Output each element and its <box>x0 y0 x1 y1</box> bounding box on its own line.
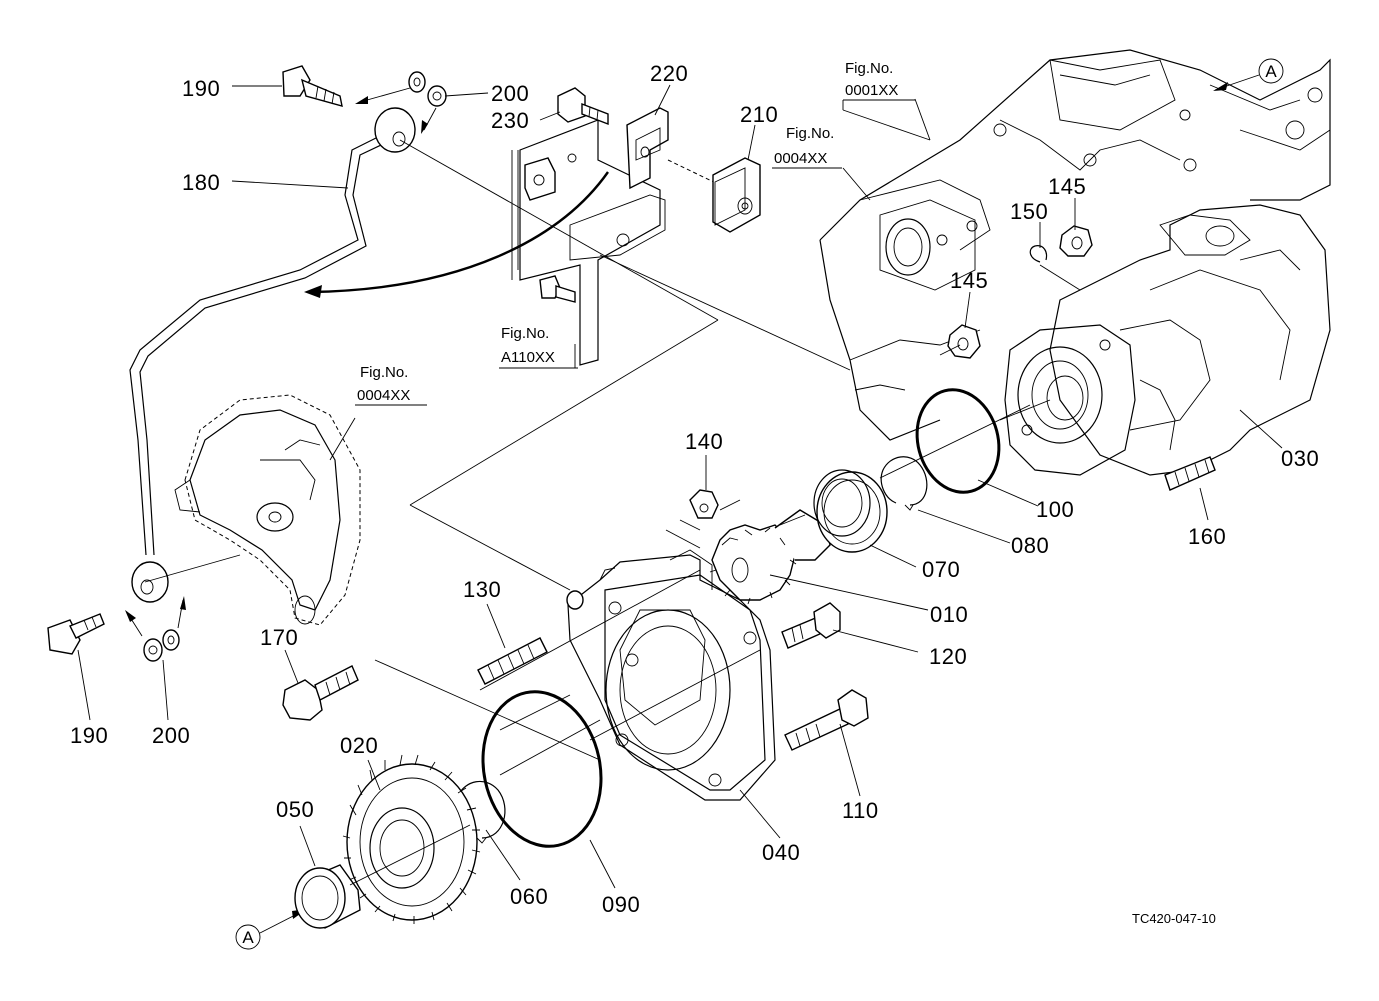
stud-bolt-160 <box>1164 456 1216 491</box>
svg-text:A110XX: A110XX <box>501 349 555 366</box>
bearing-070 <box>813 469 888 553</box>
sealing-washer-200-top <box>408 71 447 107</box>
label-140: 140 <box>685 429 723 454</box>
label-090: 090 <box>602 892 640 917</box>
label-110: 110 <box>842 798 879 823</box>
label-190-bottom: 190 <box>70 723 108 748</box>
o-ring-100 <box>915 388 1001 494</box>
idler-gear-020 <box>342 754 481 924</box>
view-marker-a-bottom: A <box>235 909 307 950</box>
o-ring-090 <box>481 690 603 848</box>
view-marker-a-top: A <box>1213 58 1284 91</box>
circlip-080 <box>880 456 928 511</box>
label-070: 070 <box>922 557 960 582</box>
stud-bolt-130 <box>477 637 548 685</box>
label-120: 120 <box>929 644 967 669</box>
fig-ref-a110xx: Fig.No. A110XX <box>499 325 578 369</box>
fig-ref-0004xx-left: Fig.No. 0004XX <box>355 364 427 406</box>
pipe-clamp-210 <box>712 157 761 233</box>
bearing-sleeve-050 <box>294 864 361 929</box>
label-010: 010 <box>930 602 968 627</box>
svg-text:A: A <box>1265 62 1277 81</box>
nut-145-upper <box>1059 225 1093 257</box>
label-040: 040 <box>762 840 800 865</box>
bolt-230 <box>557 87 609 126</box>
label-220: 220 <box>650 61 688 86</box>
assembly-arrows <box>125 87 609 637</box>
label-180: 180 <box>182 170 220 195</box>
label-200-bottom: 200 <box>152 723 190 748</box>
casting-0004-left <box>174 394 361 626</box>
svg-text:A: A <box>242 928 254 947</box>
bolt-120 <box>781 602 841 649</box>
sealing-washer-200-bottom <box>143 629 180 662</box>
label-030: 030 <box>1281 446 1319 471</box>
svg-text:Fig.No.: Fig.No. <box>845 60 893 77</box>
label-130: 130 <box>463 577 501 602</box>
svg-text:0004XX: 0004XX <box>357 387 410 404</box>
pipe-clamp-220 <box>626 107 721 190</box>
label-210: 210 <box>740 102 778 127</box>
oil-pipe-180 <box>129 107 416 603</box>
bracket-a110 <box>511 119 666 366</box>
label-145-upper: 145 <box>1048 174 1086 199</box>
svg-text:Fig.No.: Fig.No. <box>360 364 408 381</box>
fig-ref-0001xx: Fig.No. 0001XX <box>843 60 915 101</box>
transmission-housing-030 <box>819 49 1331 476</box>
label-200-top: 200 <box>491 81 529 106</box>
label-170: 170 <box>260 625 298 650</box>
label-100: 100 <box>1036 497 1074 522</box>
svg-text:Fig.No.: Fig.No. <box>786 125 834 142</box>
spring-washer-150 <box>1029 245 1048 263</box>
label-020: 020 <box>340 733 378 758</box>
gear-case-040 <box>566 549 776 801</box>
svg-text:Fig.No.: Fig.No. <box>501 325 549 342</box>
label-050: 050 <box>276 797 314 822</box>
banjo-bolt-190-bottom <box>47 613 105 655</box>
banjo-bolt-190-top <box>282 65 343 107</box>
drive-gear-010 <box>709 509 831 605</box>
drawing-id: TC420-047-10 <box>1132 911 1216 926</box>
bolt-110 <box>784 689 869 751</box>
label-080: 080 <box>1011 533 1049 558</box>
label-160: 160 <box>1188 524 1226 549</box>
label-190-top: 190 <box>182 76 220 101</box>
label-060: 060 <box>510 884 548 909</box>
label-150: 150 <box>1010 199 1048 224</box>
fig-ref-0004xx-top: Fig.No. 0004XX <box>772 125 842 169</box>
nut-145-lower <box>947 324 981 359</box>
assembly-centerlines <box>144 139 1081 886</box>
svg-text:0004XX: 0004XX <box>774 150 827 167</box>
nut-140 <box>689 489 719 519</box>
svg-text:0001XX: 0001XX <box>845 82 898 99</box>
bolt-170 <box>282 665 359 721</box>
label-230: 230 <box>491 108 529 133</box>
label-145-lower: 145 <box>950 268 988 293</box>
leader-lines <box>77 84 1283 889</box>
part-labels: 190 200 180 230 220 210 145 150 145 030 … <box>70 61 1319 917</box>
